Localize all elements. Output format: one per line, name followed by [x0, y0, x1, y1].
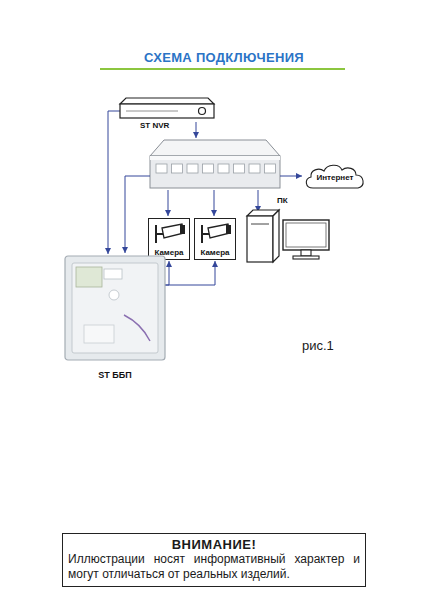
shape: [199, 108, 206, 115]
pc-label: ПК: [277, 196, 288, 205]
shape: [150, 156, 280, 188]
shape: [196, 122, 197, 138]
shape: [202, 233, 209, 235]
figure-label: рис.1: [302, 338, 334, 353]
shape: [286, 223, 326, 247]
node-illustration: [64, 255, 166, 383]
warning-text: Иллюстрации носят информативный характер…: [68, 552, 360, 582]
power-supply-box: ST ББП: [64, 255, 166, 383]
nvr-device: ST NVR: [118, 96, 218, 136]
shape: [126, 111, 178, 112]
warning-box: ВНИМАНИЕ!Иллюстрации носят информативный…: [62, 533, 366, 587]
shape: [120, 98, 214, 104]
node-illustration: [118, 96, 218, 136]
shape: [251, 224, 269, 225]
port: [156, 164, 167, 173]
port: [249, 164, 260, 173]
shape: [84, 325, 114, 343]
shape: [226, 225, 231, 234]
shape: [150, 140, 280, 156]
shape: [247, 216, 273, 262]
camera-box: Камера: [194, 218, 236, 260]
shape: [208, 224, 230, 238]
shape: [65, 256, 165, 360]
shape: [125, 176, 150, 253]
connector: [165, 261, 169, 285]
title-underline: [100, 68, 345, 70]
shape: [306, 165, 363, 188]
camera-label: Камера: [195, 248, 235, 257]
shape: [280, 176, 302, 177]
shape: [156, 233, 163, 235]
shape: [72, 263, 158, 353]
connector: [108, 111, 120, 254]
port: [203, 164, 214, 173]
shape: [168, 190, 169, 216]
shape: [258, 190, 259, 212]
psu-label: ST ББП: [64, 370, 166, 380]
camera-box: Камера: [148, 218, 190, 260]
shape: [214, 190, 215, 216]
connector: [165, 261, 215, 285]
shape: [120, 104, 214, 118]
device-label: ST NVR: [140, 121, 169, 130]
shape: [124, 315, 150, 341]
cloud-label: Интернет: [317, 173, 354, 182]
shape: [156, 164, 276, 173]
shape: [76, 267, 102, 287]
port: [187, 164, 198, 173]
port: [218, 164, 229, 173]
network-switch: [150, 140, 280, 188]
title: СХЕМА ПОДКЛЮЧЕНИЯ: [0, 50, 448, 65]
node-illustration: [245, 196, 335, 266]
warning-heading: ВНИМАНИЕ!: [68, 537, 360, 552]
shape: [162, 224, 184, 238]
pc-computer: ПК: [245, 196, 335, 266]
internet-cloud: Интернет: [303, 162, 367, 192]
shape: [283, 220, 329, 250]
shape: [104, 269, 122, 279]
shape: [301, 250, 311, 256]
shape: [109, 290, 119, 300]
shape: [273, 210, 279, 262]
shape: [293, 256, 319, 259]
port: [265, 164, 276, 173]
shape: [180, 225, 185, 234]
shape: [150, 156, 280, 160]
port: [172, 164, 183, 173]
port: [234, 164, 245, 173]
